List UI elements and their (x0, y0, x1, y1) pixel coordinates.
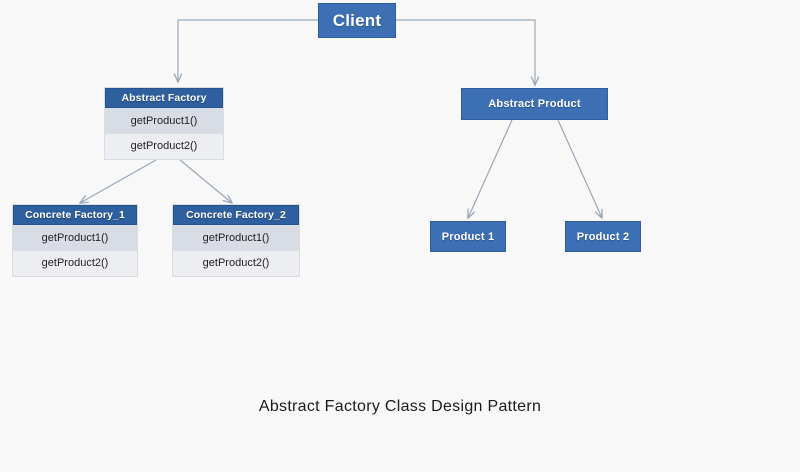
node-product-1[interactable]: Product 1 (430, 221, 506, 252)
edge-abstract-factory-to-concrete-factory-2 (179, 159, 232, 203)
method-label: getProduct2() (41, 257, 109, 270)
node-concrete-factory-2-header: Concrete Factory_2 (173, 205, 299, 226)
method-label: getProduct1() (41, 232, 109, 245)
node-product-2[interactable]: Product 2 (565, 221, 641, 252)
edge-client-to-abstract-product (396, 19, 535, 85)
node-abstract-factory-method-2: getProduct2() (105, 133, 223, 159)
node-abstract-factory[interactable]: Abstract Factory getProduct1() getProduc… (104, 87, 224, 160)
edge-abstract-product-to-product-1 (468, 119, 513, 218)
node-client-title: Client (332, 10, 382, 30)
node-concrete-factory-1[interactable]: Concrete Factory_1 getProduct1() getProd… (12, 204, 138, 277)
edge-abstract-factory-to-concrete-factory-1 (80, 159, 157, 203)
edge-abstract-product-to-product-2 (557, 119, 602, 218)
node-abstract-factory-method-1: getProduct1() (105, 108, 223, 134)
node-concrete-factory-1-title: Concrete Factory_1 (25, 209, 125, 222)
node-product-1-title: Product 1 (441, 230, 495, 243)
node-concrete-factory-2[interactable]: Concrete Factory_2 getProduct1() getProd… (172, 204, 300, 277)
node-abstract-product-title: Abstract Product (488, 98, 581, 110)
method-label: getProduct2() (202, 257, 270, 270)
node-abstract-factory-title: Abstract Factory (121, 92, 207, 105)
node-client[interactable]: Client (318, 3, 396, 38)
node-product-2-title: Product 2 (576, 230, 630, 243)
node-concrete-factory-2-method-2: getProduct2() (173, 250, 299, 276)
node-concrete-factory-2-method-1: getProduct1() (173, 225, 299, 251)
node-concrete-factory-1-header: Concrete Factory_1 (13, 205, 137, 226)
method-label: getProduct1() (130, 115, 198, 128)
node-abstract-product[interactable]: Abstract Product (461, 88, 608, 120)
node-abstract-factory-header: Abstract Factory (105, 88, 223, 109)
node-concrete-factory-1-method-1: getProduct1() (13, 225, 137, 251)
method-label: getProduct1() (202, 232, 270, 245)
edge-client-to-abstract-factory (178, 19, 318, 82)
node-concrete-factory-1-method-2: getProduct2() (13, 250, 137, 276)
diagram-caption: Abstract Factory Class Design Pattern (258, 398, 542, 415)
method-label: getProduct2() (130, 140, 198, 153)
node-concrete-factory-2-title: Concrete Factory_2 (186, 209, 286, 222)
